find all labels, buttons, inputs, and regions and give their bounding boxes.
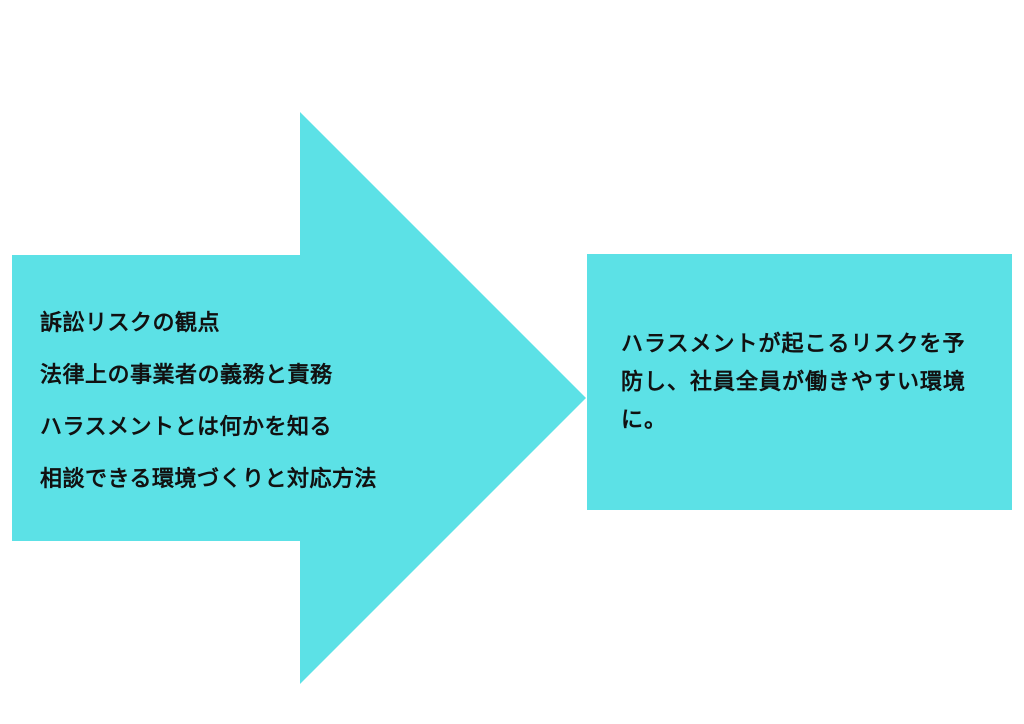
arrow-item-3: ハラスメントとは何かを知る bbox=[40, 415, 333, 440]
result-text: ハラスメントが起こるリスクを予防し、社員全員が働きやすい環境に。 bbox=[621, 332, 967, 433]
arrow-item-2: 法律上の事業者の義務と責務 bbox=[40, 363, 333, 388]
arrow-item-1: 訴訟リスクの観点 bbox=[40, 311, 221, 336]
arrow-item-list: 訴訟リスクの観点 法律上の事業者の義務と責務 ハラスメントとは何かを知る 相談で… bbox=[40, 298, 377, 506]
arrow-item-4: 相談できる環境づくりと対応方法 bbox=[40, 467, 378, 492]
result-box: ハラスメントが起こるリスクを予防し、社員全員が働きやすい環境に。 bbox=[587, 254, 1012, 510]
arrow-shape bbox=[12, 112, 586, 684]
